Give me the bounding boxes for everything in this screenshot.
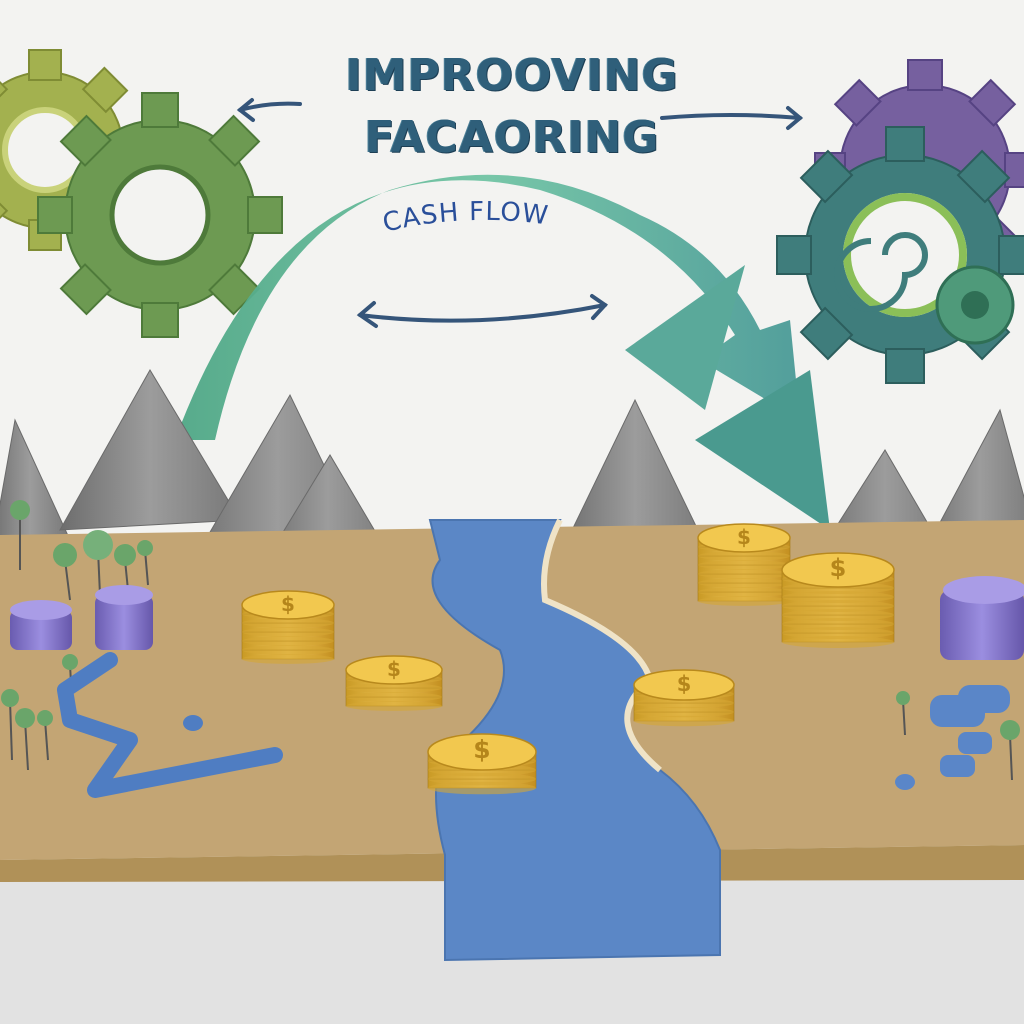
dollar-sign-icon: $	[281, 592, 295, 616]
dollar-sign-icon: $	[737, 525, 751, 549]
coin-stack-icon: $	[241, 590, 335, 664]
cash-flow-arrowhead	[695, 370, 830, 530]
dollar-sign-icon: $	[387, 657, 401, 681]
coin-stack-icon	[940, 576, 1024, 660]
pipe-icon	[57, 652, 283, 798]
page-title-line-1: IMPROOVING	[345, 50, 679, 101]
arc-label: CASH FLOW	[380, 197, 550, 239]
blue-discs	[895, 685, 1010, 790]
tree-icon	[1, 500, 153, 771]
gear-icon	[776, 126, 1024, 384]
gear-icon	[935, 265, 1015, 345]
coin-stack-icon: $	[697, 523, 791, 606]
coin-stack-icon: $	[633, 669, 735, 727]
dollar-sign-icon: $	[677, 672, 692, 696]
pipe-drop	[183, 715, 203, 731]
coin-stack-icon: $	[781, 552, 895, 648]
coin-stack-icon: $	[345, 655, 443, 711]
dollar-sign-icon: $	[830, 554, 847, 582]
coin-stack-icon: $	[427, 733, 537, 795]
page-title-line-2: FACAORING	[364, 112, 660, 163]
coin-stack-icon	[10, 585, 153, 650]
double-arrow-icon	[236, 98, 804, 130]
tree-icon	[896, 691, 1020, 781]
double-arrow-icon	[356, 294, 609, 328]
river-bank	[541, 518, 662, 773]
cash-flow-arrowhead	[625, 265, 745, 410]
dollar-sign-icon: $	[473, 735, 490, 764]
gear-icon	[37, 92, 283, 338]
